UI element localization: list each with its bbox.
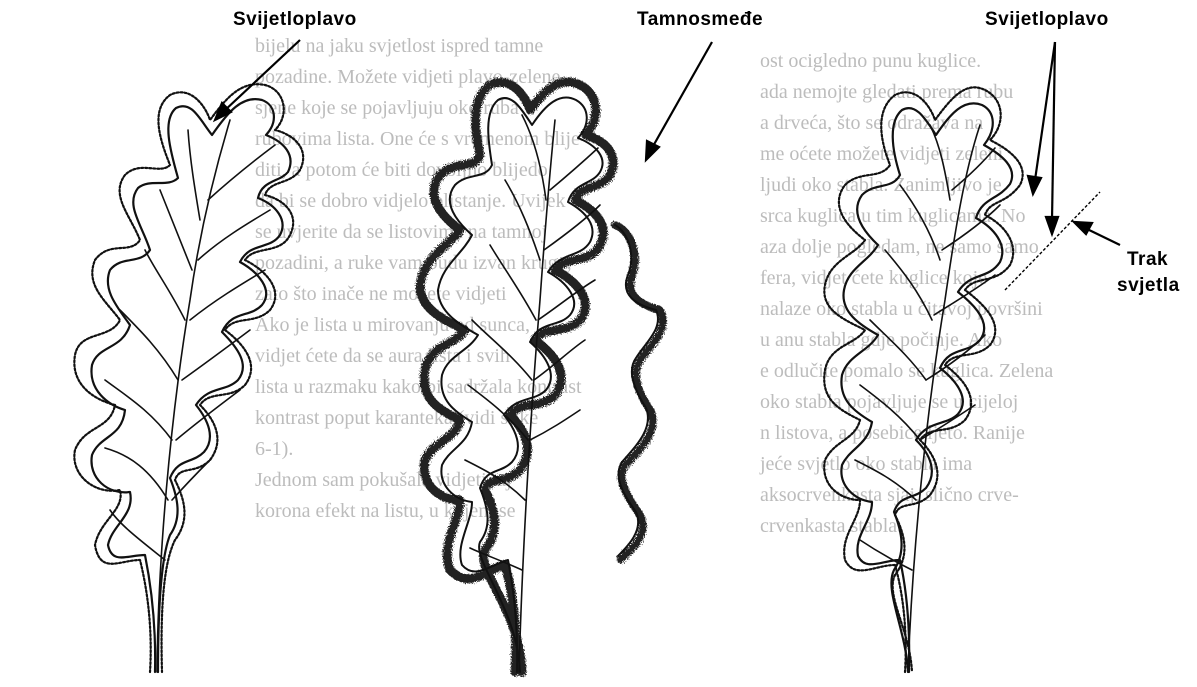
arrow-right-label-b	[1052, 42, 1055, 220]
arrow-right-head-a	[1028, 176, 1041, 194]
arrow-middle-head	[646, 141, 659, 160]
left-leaf-outline-outer	[74, 84, 303, 672]
label-svijetloplavo-left: Svijetloplavo	[233, 9, 357, 31]
label-trak: Trak	[1127, 249, 1168, 271]
arrow-right-head-b	[1046, 217, 1058, 234]
annotation-arrows	[215, 40, 1120, 290]
right-leaf-outline-outer	[824, 87, 1022, 672]
middle-oak-leaf	[420, 82, 663, 672]
arrow-trak-svjetla	[1085, 228, 1120, 245]
left-leaf-veins	[105, 120, 275, 672]
right-leaf-veins	[855, 125, 1000, 672]
label-svijetloplavo-right: Svijetloplavo	[985, 9, 1109, 31]
arrow-left-label	[223, 40, 300, 112]
label-svjetla: svjetla	[1117, 275, 1180, 297]
label-tamnosmede: Tamnosmeđe	[637, 9, 763, 31]
left-oak-leaf	[74, 84, 303, 672]
middle-leaf-outline	[438, 98, 603, 672]
arrow-trak-head	[1074, 222, 1092, 234]
left-leaf-outline-inner	[91, 99, 290, 672]
middle-leaf-right-lobes-aura	[615, 225, 663, 560]
middle-leaf-aura	[420, 82, 613, 672]
right-oak-leaf	[824, 87, 1022, 672]
arrow-middle-label	[652, 42, 712, 148]
right-leaf-outline-inner	[841, 103, 1012, 672]
